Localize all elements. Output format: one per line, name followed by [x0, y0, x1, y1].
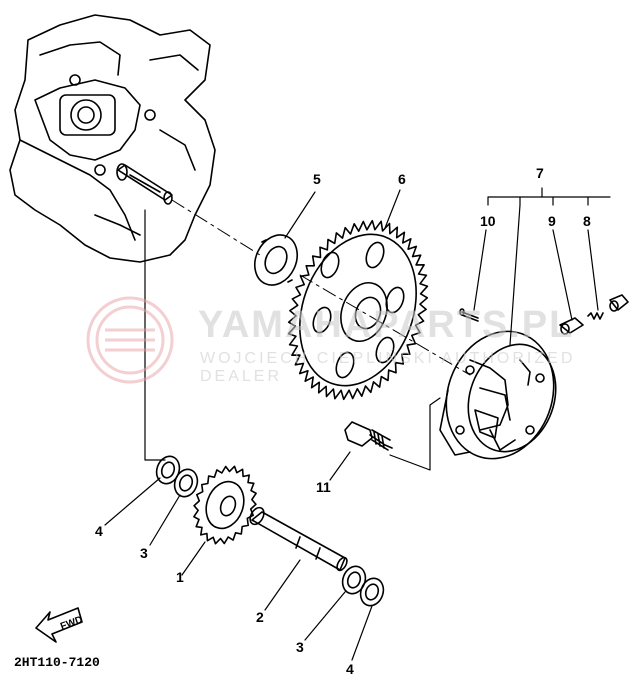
plunger-9 — [559, 317, 584, 335]
leader-7 — [509, 204, 521, 346]
lightening-hole — [365, 241, 385, 269]
callout-6: 5 — [313, 171, 321, 187]
callout-9: 9 — [548, 213, 556, 229]
leader-4-upper — [104, 477, 161, 526]
starter-shaft-stub — [116, 163, 173, 205]
gear-1 — [193, 465, 257, 545]
center-line — [171, 199, 471, 376]
leader-10 — [473, 229, 487, 311]
drawing-code: 2HT110-7120 — [14, 655, 100, 670]
callout-4-lower: 4 — [346, 661, 354, 677]
gear-bore — [219, 495, 237, 517]
fwd-label: FWD — [59, 614, 84, 632]
pin-10 — [459, 308, 479, 322]
gear-hub — [205, 480, 245, 530]
leader-line — [144, 209, 166, 461]
callout-2: 2 — [256, 609, 264, 625]
watermark-title: YAMAHAPARTS.PL — [198, 304, 575, 346]
washer-3-upper — [173, 468, 199, 498]
lightening-hole — [312, 306, 332, 334]
circlip-4-upper — [155, 455, 181, 485]
gear-teeth — [193, 465, 257, 545]
gear-teeth — [287, 219, 429, 401]
callout-4-upper: 4 — [95, 523, 103, 539]
lightening-hole — [385, 286, 405, 314]
callout-11: 11 — [316, 479, 331, 495]
callout-8: 8 — [583, 213, 591, 229]
fwd-arrow-icon — [35, 607, 83, 643]
callout-3-upper: 3 — [140, 545, 148, 561]
starter-clutch-housing — [439, 330, 557, 460]
leader-9 — [552, 229, 573, 321]
bracket-7 — [487, 187, 611, 206]
washer-6 — [254, 234, 298, 286]
lightening-hole — [320, 251, 340, 279]
watermark-subtitle: WOJCIECH CIEPLIŃSKI AUTHORIZED DEALER — [200, 350, 576, 385]
watermark-logo — [86, 296, 174, 384]
callout-7: 7 — [536, 165, 544, 181]
shaft-2 — [249, 506, 348, 572]
leader-4-lower — [351, 605, 373, 661]
callout-5: 6 — [398, 171, 406, 187]
gear-hub — [340, 282, 388, 342]
leader-6 — [284, 191, 316, 239]
leader-1 — [181, 541, 206, 576]
lightening-hole — [375, 336, 395, 364]
leader-bolt-path — [389, 397, 441, 471]
leader-11 — [329, 451, 351, 481]
circlip-4-lower — [359, 577, 385, 607]
gear-bore — [354, 296, 382, 330]
lightening-hole — [335, 351, 355, 379]
leader-3-upper — [149, 494, 181, 546]
gear-web — [299, 233, 417, 387]
leader-2 — [264, 559, 301, 611]
engine-case — [9, 14, 216, 263]
spring-8 — [587, 312, 604, 320]
idler-gear-5 — [287, 219, 429, 401]
leader-5 — [384, 189, 401, 229]
leader-8 — [587, 229, 599, 311]
callout-3-lower: 3 — [296, 639, 304, 655]
callout-10: 10 — [480, 213, 496, 229]
callout-1: 1 — [176, 569, 184, 585]
leader-3-lower — [304, 591, 346, 641]
bolt-11 — [344, 421, 393, 451]
cap-part — [609, 294, 629, 312]
